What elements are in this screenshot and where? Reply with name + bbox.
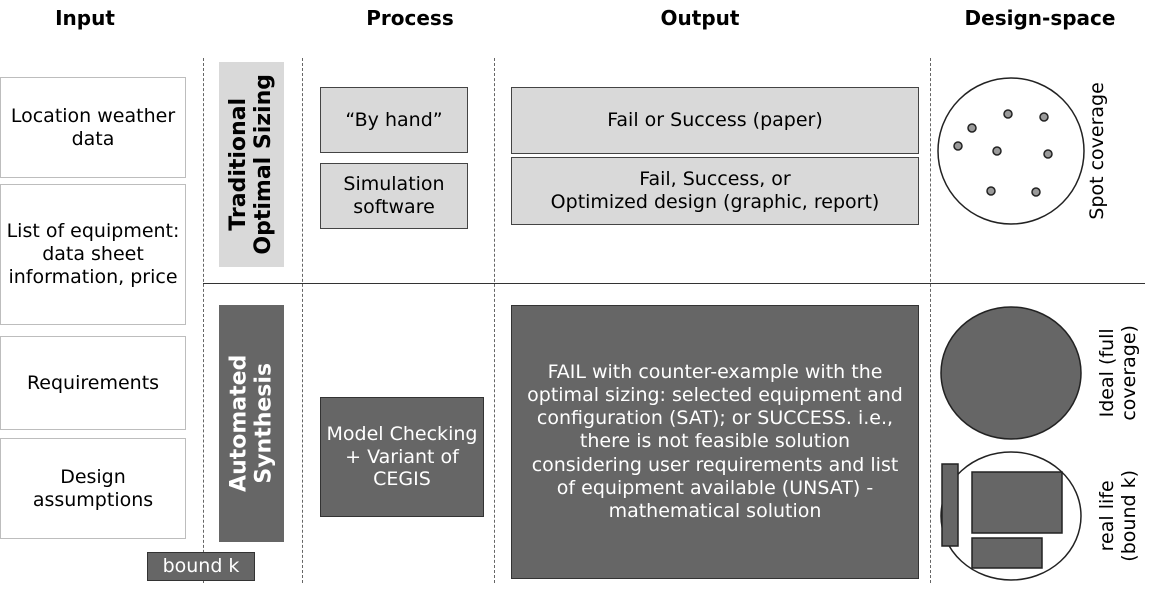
- input-location-weather: Location weather data: [0, 77, 186, 178]
- real-life-rect-bottom: [971, 537, 1043, 569]
- spot-dot: [992, 146, 1002, 156]
- automated-label-line2: Synthesis: [251, 363, 277, 484]
- output-sim-line1: Fail, Success, or: [639, 168, 791, 191]
- header-process: Process: [366, 6, 454, 30]
- header-input: Input: [55, 6, 115, 30]
- separator-output: [930, 58, 931, 583]
- automated-label: Automated Synthesis: [219, 305, 284, 542]
- ideal-line1: Ideal (full: [1096, 328, 1119, 418]
- spot-coverage-diagram: [937, 77, 1085, 225]
- automated-label-line1: Automated: [226, 354, 252, 493]
- process-by-hand: “By hand”: [320, 87, 468, 153]
- traditional-label: Traditional Optimal Sizing: [219, 62, 284, 267]
- input-equipment-list: List of equipment: data sheet informatio…: [0, 184, 186, 325]
- input-requirements: Requirements: [0, 336, 186, 430]
- spot-dot: [1043, 149, 1053, 159]
- real-life-label: real life (bound k): [1090, 448, 1148, 584]
- separator-label: [302, 58, 303, 583]
- output-sim-line2: Optimized design (graphic, report): [550, 191, 880, 213]
- spot-dot: [967, 123, 977, 133]
- separator-input: [203, 58, 204, 583]
- header-design-space: Design-space: [964, 6, 1116, 30]
- real-life-rect-narrow: [941, 463, 959, 547]
- traditional-label-line1: Traditional: [226, 98, 252, 231]
- spot-coverage-label: Spot coverage: [1080, 76, 1116, 226]
- output-fail-success-optimized: Fail, Success, or Optimized design (grap…: [511, 157, 919, 225]
- separator-process: [494, 58, 495, 583]
- process-simulation-software: Simulation software: [320, 163, 468, 229]
- spot-dot: [1031, 187, 1041, 197]
- spot-dot: [953, 141, 963, 151]
- output-automated-result: FAIL with counter-example with the optim…: [511, 305, 919, 579]
- ideal-line2: coverage): [1118, 325, 1140, 421]
- process-model-checking: Model Checking + Variant of CEGIS: [320, 397, 484, 517]
- bound-k-label: bound k: [147, 552, 255, 581]
- section-divider: [203, 283, 1145, 284]
- ideal-coverage-diagram: [940, 306, 1082, 440]
- spot-coverage-circle: [937, 77, 1085, 225]
- spot-dot: [986, 186, 996, 196]
- output-fail-success-paper: Fail or Success (paper): [511, 87, 919, 154]
- input-design-assumptions: Design assumptions: [0, 438, 186, 539]
- ideal-coverage-circle: [940, 306, 1082, 440]
- header-output: Output: [660, 6, 740, 30]
- ideal-coverage-label: Ideal (full coverage): [1090, 303, 1148, 443]
- real-life-coverage-diagram: [940, 451, 1082, 581]
- real-line1: real life: [1096, 480, 1119, 552]
- real-line2: (bound k): [1118, 470, 1141, 562]
- spot-coverage-text: Spot coverage: [1086, 82, 1109, 220]
- spot-dot: [1039, 112, 1049, 122]
- spot-dot: [1003, 109, 1013, 119]
- real-life-rect-large: [971, 471, 1063, 534]
- traditional-label-line2: Optimal Sizing: [251, 74, 277, 255]
